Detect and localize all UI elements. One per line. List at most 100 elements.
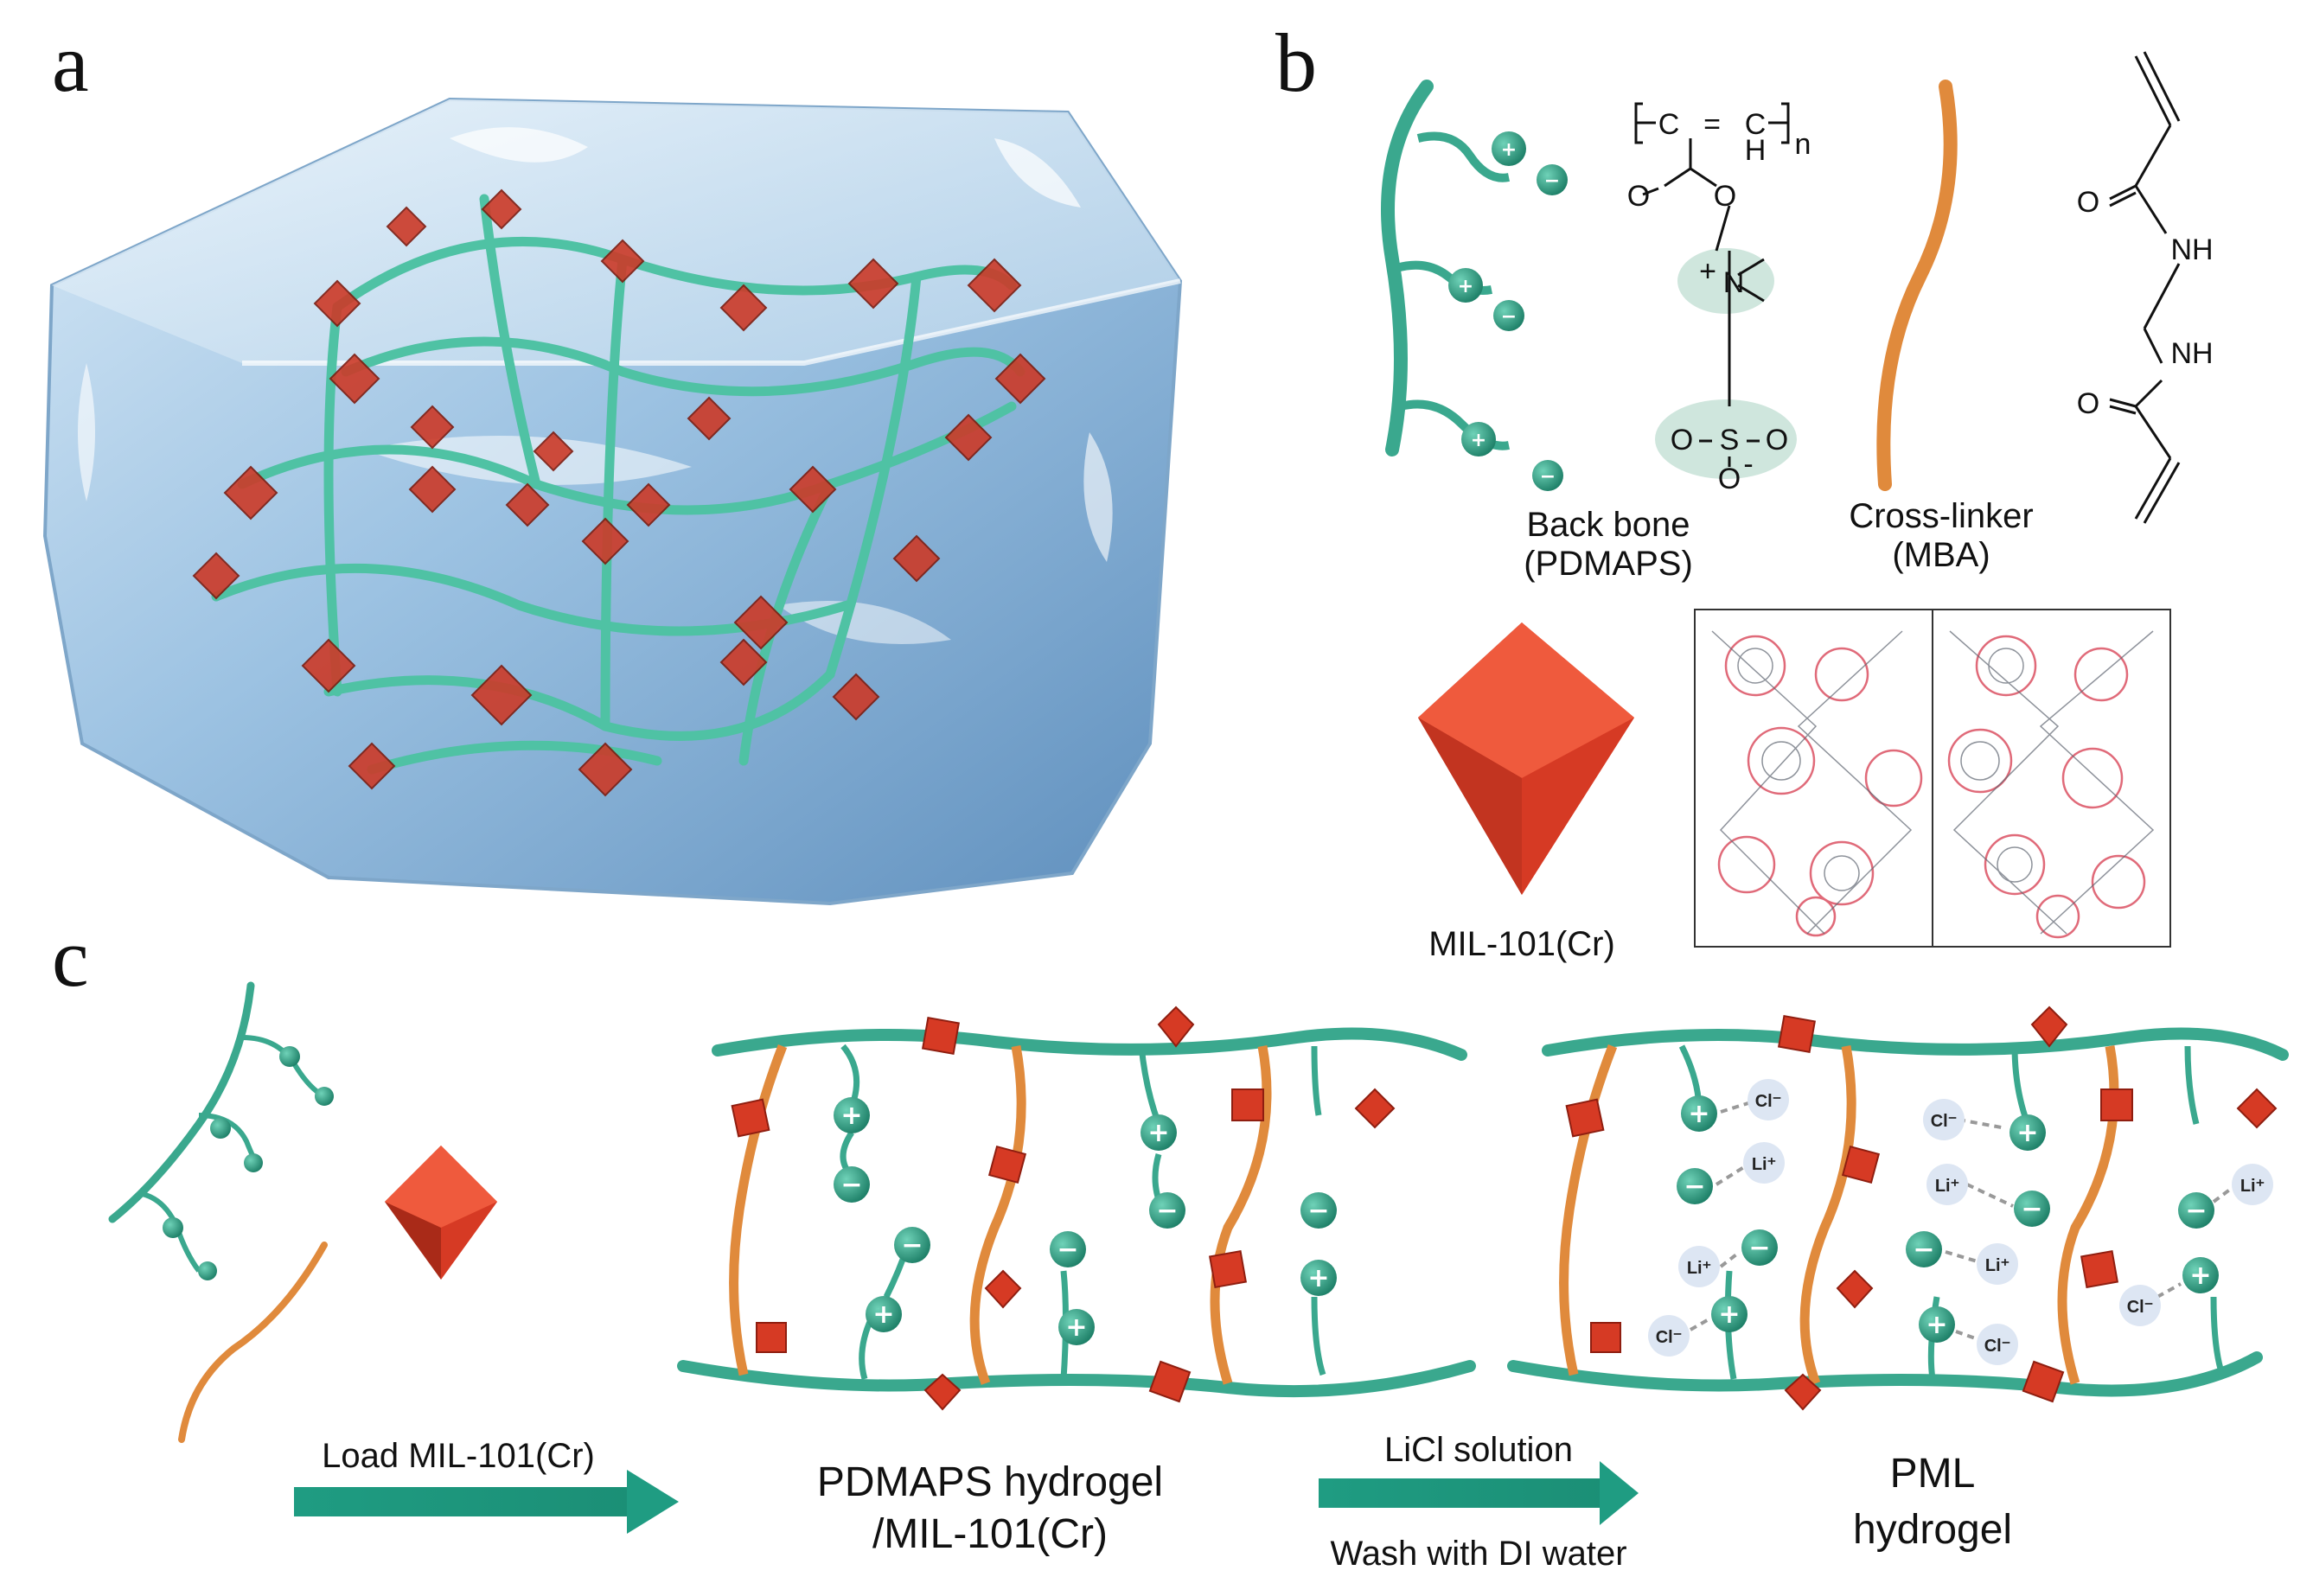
starting-components xyxy=(108,981,497,1443)
minus-sign: − xyxy=(1684,1171,1705,1202)
plus-sign: + xyxy=(872,1299,894,1330)
arrow-1-label: Load MIL-101(Cr) xyxy=(322,1437,595,1475)
panel-b-letter: b xyxy=(1275,16,1317,109)
mof-octahedron xyxy=(1418,622,1634,895)
plus-ball xyxy=(1461,422,1496,456)
minus-sign: − xyxy=(2185,1196,2207,1226)
middle-label-1: PDMAPS hydrogel xyxy=(817,1459,1163,1505)
backbone-chain xyxy=(1381,80,1434,456)
mba-o2: O xyxy=(2077,387,2099,420)
backbone-label-2: (PDMAPS) xyxy=(1524,545,1693,583)
top-backbone xyxy=(1542,1027,2289,1061)
pml-hydrogel-network: + − + − − + − + − + Cl⁻ Li⁺ xyxy=(1507,1005,2289,1411)
plus-ball xyxy=(1141,1114,1177,1151)
ammonium-highlight xyxy=(1677,248,1774,314)
minus-ball xyxy=(1493,300,1524,331)
plus-sign: + xyxy=(1688,1099,1709,1129)
pdmaps-ester-o: O xyxy=(1714,180,1736,213)
minus-ball xyxy=(1741,1229,1778,1266)
pdmaps-s: S xyxy=(1720,424,1740,456)
minus-ball xyxy=(2014,1191,2050,1227)
plus-sign: + xyxy=(1718,1299,1740,1330)
minus-sign: − xyxy=(2021,1194,2042,1224)
li-ion: Li⁺ xyxy=(1752,1155,1776,1174)
minus-ball xyxy=(244,1153,263,1172)
crosslinker-label-2: (MBA) xyxy=(1892,536,1990,574)
li-ion: Li⁺ xyxy=(1985,1256,2009,1275)
plus-ball xyxy=(1300,1260,1337,1296)
plus-ball xyxy=(1711,1296,1748,1332)
li-ion: Li⁺ xyxy=(1687,1259,1711,1278)
pdmaps-double-bond: = xyxy=(1703,108,1721,141)
cl-ion: Cl⁻ xyxy=(1656,1328,1683,1347)
plus-ball xyxy=(2009,1114,2046,1151)
plus-sign: + xyxy=(2189,1261,2211,1291)
sulfonate-highlight xyxy=(1655,399,1797,479)
bottom-backbone xyxy=(677,1360,1476,1398)
mba-nh1: NH xyxy=(2170,233,2213,266)
minus-ball xyxy=(1149,1192,1185,1229)
minus-sign: − xyxy=(1307,1196,1329,1226)
plus-ball xyxy=(866,1296,902,1332)
mba-nh2: NH xyxy=(2170,337,2213,370)
arrow-2-label-top: LiCl solution xyxy=(1384,1431,1573,1469)
plus-ball xyxy=(1492,131,1526,166)
mof-label: MIL-101(Cr) xyxy=(1428,925,1615,963)
li-ion: Li⁺ xyxy=(2240,1177,2265,1196)
minus-ball xyxy=(1532,460,1563,491)
minus-ball xyxy=(1537,164,1568,195)
ice-highlight-2 xyxy=(994,138,1081,207)
minus-ball xyxy=(2178,1192,2214,1229)
pdmaps-o-s2: O xyxy=(1766,424,1788,456)
crosslinker-strand xyxy=(1876,80,1958,491)
cl-ion: Cl⁻ xyxy=(1931,1112,1958,1131)
li-ion: Li⁺ xyxy=(1935,1177,1959,1196)
panel-a-letter: a xyxy=(52,16,89,109)
pdmaps-c1: C xyxy=(1658,108,1680,141)
pdmaps-n-subscript: n xyxy=(1795,128,1811,161)
ice-highlight-3 xyxy=(78,363,95,501)
plus-ball xyxy=(210,1118,231,1139)
pdmaps-o-s1: O xyxy=(1671,424,1693,456)
backbone-label-1: Back bone xyxy=(1526,506,1690,544)
minus-sign: − xyxy=(1057,1235,1078,1265)
minus-ball xyxy=(198,1261,217,1280)
ice-highlight-1 xyxy=(450,127,588,163)
cl-ion: Cl⁻ xyxy=(1755,1092,1782,1111)
minus-ball xyxy=(1050,1231,1086,1267)
minus-sign: − xyxy=(1544,170,1560,192)
ice-block-front-edge xyxy=(242,278,1181,366)
arrow-licl-wash xyxy=(1319,1461,1639,1525)
minus-ball xyxy=(1300,1192,1337,1229)
crosslinker-label-1: Cross-linker xyxy=(1849,497,2033,535)
arrow-2-label-bottom: Wash with DI water xyxy=(1330,1535,1626,1573)
middle-label-2: /MIL-101(Cr) xyxy=(872,1511,1108,1557)
end-label-2: hydrogel xyxy=(1853,1507,2012,1553)
end-label-1: PML xyxy=(1890,1451,1976,1497)
panel-c-letter: c xyxy=(52,911,89,1004)
bottom-backbone xyxy=(1507,1351,2263,1397)
plus-sign: + xyxy=(1501,139,1517,161)
pdmaps-n-charge: + xyxy=(1699,255,1716,288)
minus-ball xyxy=(894,1227,930,1263)
pdmaps-structure xyxy=(1634,102,1797,479)
minus-ball xyxy=(834,1166,870,1203)
arrow-load-mof xyxy=(294,1470,679,1534)
plus-ball xyxy=(1058,1309,1095,1345)
minus-ball xyxy=(315,1087,334,1106)
plus-sign: + xyxy=(1065,1312,1087,1343)
network-chains xyxy=(211,194,1026,775)
minus-sign: − xyxy=(1913,1235,1934,1265)
pdmaps-c2: C xyxy=(1745,108,1767,141)
mof-crystals-in-block xyxy=(192,188,1046,797)
hydrogel-mof-network: + − + − − + − + − + xyxy=(677,1005,1476,1411)
minus-sign: − xyxy=(1156,1196,1178,1226)
pdmaps-o-charge: - xyxy=(1743,448,1753,481)
cl-ion: Cl⁻ xyxy=(1984,1337,2011,1356)
backbone-illustration: + − + − + − xyxy=(1381,80,1568,491)
mof-lattice-structure xyxy=(1694,609,2171,948)
plus-sign: + xyxy=(840,1101,862,1131)
minus-ball xyxy=(1677,1168,1713,1204)
mba-o1: O xyxy=(2077,186,2099,219)
